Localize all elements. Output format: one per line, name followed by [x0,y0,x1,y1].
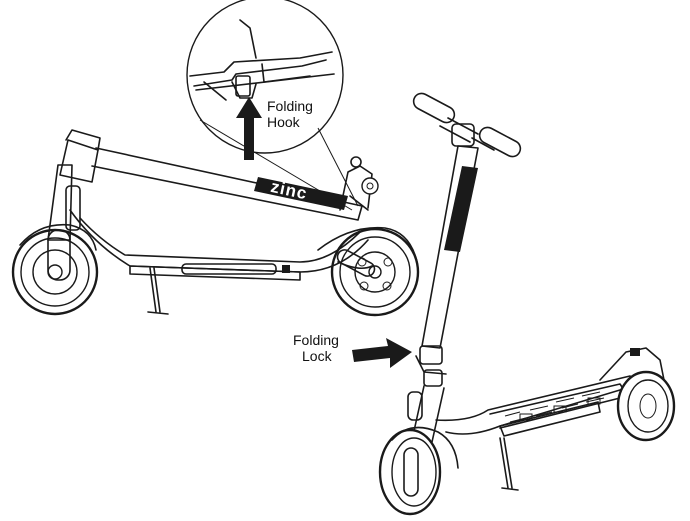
folded-rear-wheel [330,227,420,317]
head-tube [59,139,99,183]
rear-light [630,348,640,356]
leader-line-right [317,127,359,207]
fork-leg [47,229,71,281]
deck-switch [282,265,290,273]
folding-hook-detail: Folding Hook [186,0,359,211]
arrow-right-icon [352,338,412,368]
folded-deck [129,265,301,281]
stem [421,145,479,349]
folding-lock-label-line1: Folding [293,332,339,348]
folding-lock-label-line2: Lock [302,348,333,364]
leader-line-left [199,119,353,211]
front-fender-unfolded [391,426,459,469]
kickstand-unfolded [499,437,519,491]
folded-stem [91,147,363,221]
right-grip [478,126,522,158]
arrow-up-icon [236,97,262,160]
deck-side-light [499,401,601,437]
folding-hook-label-line2: Hook [267,114,301,130]
deck-neck [79,217,361,263]
folding-lock-clamp [419,345,443,365]
folded-bell [361,177,379,195]
unfolded-deck [435,375,641,435]
rear-fender-unfolded [599,347,665,381]
rear-fender [317,226,418,263]
kickstand [147,267,169,315]
deck-light-bar [181,263,277,275]
left-grip [412,92,456,124]
unfolded-rear-wheel [616,370,676,442]
unfolded-scooter: zinc [378,92,676,516]
front-headlight [407,391,423,421]
folded-front-wheel [11,228,99,316]
front-fork [47,164,73,241]
unfolded-brand-band [444,166,478,252]
folded-brand-band [254,177,348,210]
unfolded-front-wheel [378,428,442,516]
folding-lock-callout: Folding Lock [293,332,412,368]
magnifier-circle [186,0,344,154]
front-light [65,185,81,231]
folded-scooter: zinc [11,129,420,317]
folding-hook-label-line1: Folding [267,98,313,114]
handlebar [412,92,522,158]
